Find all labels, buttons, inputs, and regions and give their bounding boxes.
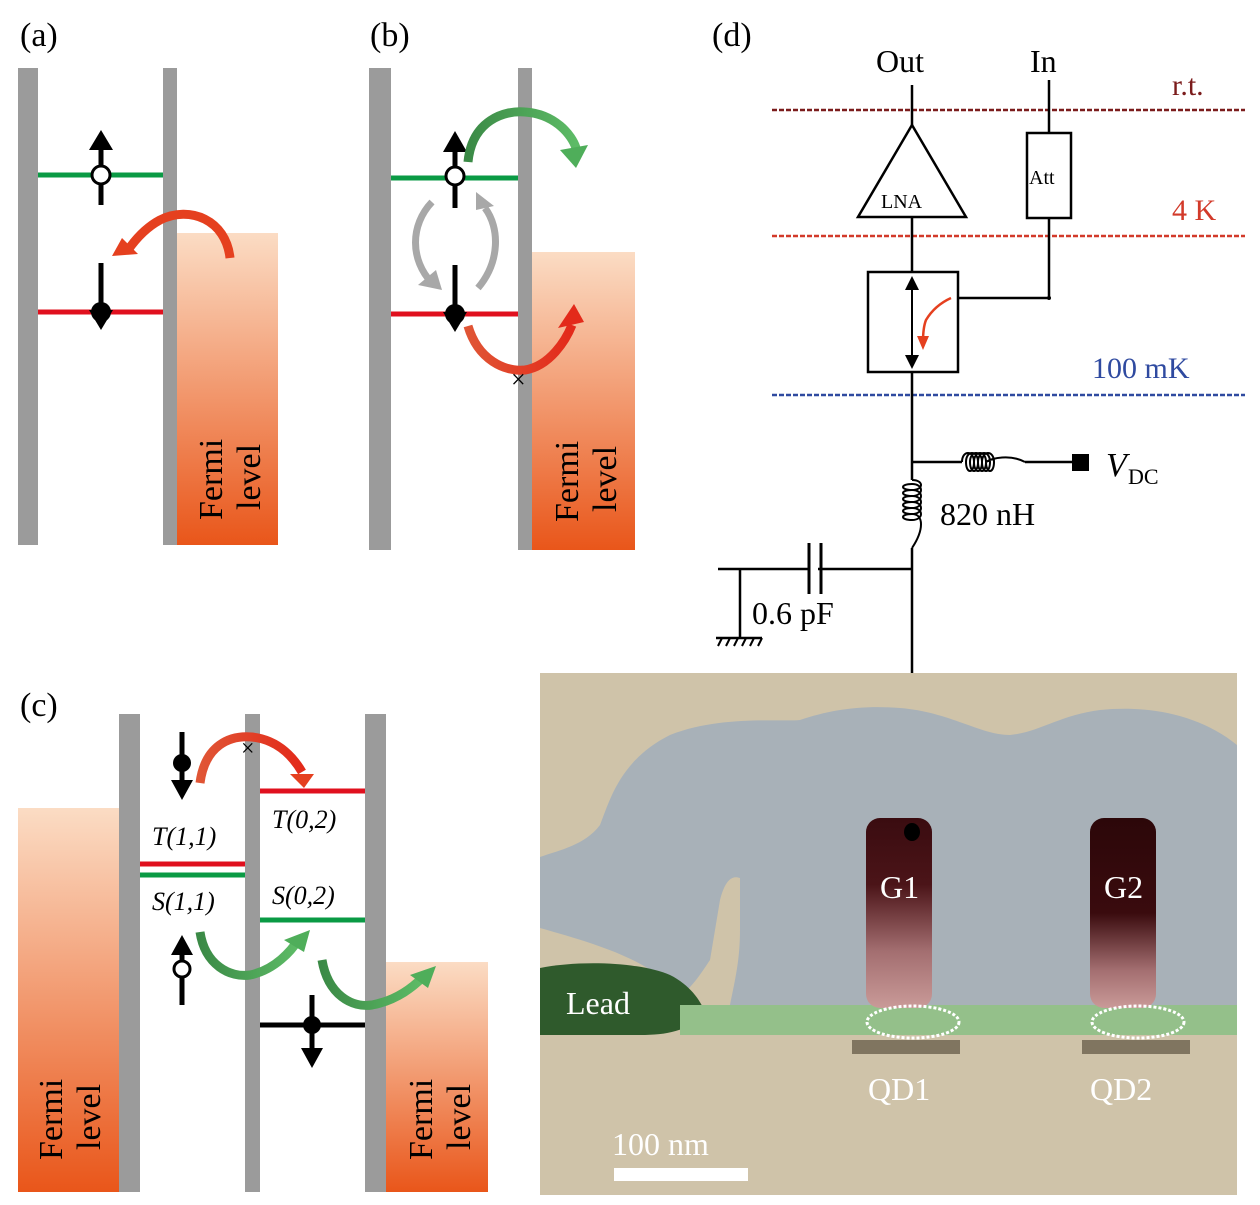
left-fermi-reservoir bbox=[18, 808, 119, 1192]
s11-label: S(1,1) bbox=[152, 887, 215, 916]
sem-gate-1 bbox=[866, 818, 932, 1008]
tunnel-green-arrow-2-icon bbox=[317, 959, 436, 1010]
fermi-label-line1: Fermi bbox=[549, 441, 586, 522]
out-port-label: Out bbox=[876, 43, 924, 79]
fermi-label-line2: level bbox=[231, 444, 268, 510]
scale-bar bbox=[614, 1168, 748, 1181]
barrier-2 bbox=[245, 714, 260, 1192]
left-fermi-label-line2: level bbox=[71, 1084, 108, 1150]
vdc-subscript: DC bbox=[1128, 464, 1159, 489]
sem-gate-1-shadow bbox=[852, 1040, 960, 1054]
sem-channel bbox=[680, 1005, 1237, 1035]
in-port-label: In bbox=[1030, 43, 1057, 79]
gate-1-label: G1 bbox=[880, 869, 919, 905]
right-barrier bbox=[518, 68, 532, 550]
fermi-label-line1: Fermi bbox=[193, 439, 230, 520]
spin-down-filled-icon bbox=[89, 263, 113, 330]
t11-label: T(1,1) bbox=[152, 822, 216, 851]
inductor-value-label: 820 nH bbox=[940, 496, 1035, 532]
right-barrier bbox=[163, 68, 177, 545]
vdc-terminal bbox=[1072, 454, 1089, 471]
barrier-3 bbox=[365, 714, 386, 1192]
s02-label: S(0,2) bbox=[272, 881, 335, 910]
quantum-dot-1-outline bbox=[865, 1004, 961, 1040]
stage-4k-label: 4 K bbox=[1172, 194, 1217, 227]
left-fermi-label-line1: Fermi bbox=[33, 1079, 70, 1160]
quantum-dot-2-outline bbox=[1090, 1004, 1186, 1040]
tunnel-in-arrow-icon bbox=[112, 209, 235, 259]
qd-2-label: QD2 bbox=[1090, 1071, 1152, 1107]
bidirectional-arrow-icon bbox=[905, 276, 919, 369]
panel-b-label: (b) bbox=[370, 17, 410, 54]
panel-c-label: (c) bbox=[20, 687, 58, 724]
sem-gate-2-shadow bbox=[1082, 1040, 1190, 1054]
blocked-mark: × bbox=[511, 365, 526, 394]
panel-c: (c) Fermi level Fermi level T(1,1) S(1,1… bbox=[18, 687, 488, 1192]
tunnel-blocked-red-arrow-icon bbox=[463, 304, 584, 375]
left-barrier bbox=[18, 68, 38, 545]
attenuator-label: Att bbox=[1029, 167, 1055, 189]
gate-2-label: G2 bbox=[1104, 869, 1143, 905]
capacitor-value-label: 0.6 pF bbox=[752, 595, 834, 631]
fermi-label-line2: level bbox=[587, 446, 624, 512]
spin-flip-arrows-icon bbox=[412, 192, 499, 291]
spin-up-empty-icon bbox=[443, 131, 467, 208]
blocked-mark: × bbox=[241, 736, 255, 762]
spin-down-filled-icon bbox=[171, 732, 193, 800]
junction-dot bbox=[1047, 296, 1051, 300]
attenuator-box bbox=[1025, 131, 1073, 220]
sem-gate-2 bbox=[1090, 818, 1156, 1008]
tunnel-blocked-red-arrow-icon bbox=[195, 732, 314, 788]
barrier-1 bbox=[119, 714, 140, 1192]
panel-a-label: (a) bbox=[20, 17, 58, 54]
spin-up-empty-icon bbox=[89, 130, 113, 205]
right-fermi-label-line2: level bbox=[441, 1084, 478, 1150]
stage-rt-label: r.t. bbox=[1172, 69, 1204, 102]
left-barrier bbox=[369, 68, 391, 550]
stage-100mk-label: 100 mK bbox=[1092, 352, 1190, 385]
gate-contact-dot bbox=[904, 823, 920, 841]
panel-d-label: (d) bbox=[712, 17, 752, 54]
sem-image: Lead G1 G2 QD1 QD2 100 nm bbox=[540, 673, 1237, 1195]
spin-down-filled-icon bbox=[443, 265, 467, 332]
spin-down-filled-icon bbox=[301, 995, 323, 1068]
sem-lead bbox=[540, 963, 705, 1035]
qd-1-label: QD1 bbox=[868, 1071, 930, 1107]
tunnel-out-green-arrow-icon bbox=[463, 107, 588, 168]
coupled-signal-arrow-icon bbox=[917, 296, 952, 350]
t02-label: T(0,2) bbox=[272, 805, 336, 834]
spin-up-empty-icon bbox=[171, 935, 193, 1005]
fermi-reservoir bbox=[177, 233, 278, 545]
right-fermi-reservoir bbox=[386, 962, 488, 1192]
lead-label: Lead bbox=[566, 985, 630, 1021]
panel-d: (d) Out In r.t. 4 K 100 mK LNA Att bbox=[540, 17, 1245, 1195]
ground-icon bbox=[716, 636, 763, 647]
fermi-reservoir bbox=[532, 252, 635, 550]
panel-a: (a) Fermi level bbox=[18, 17, 278, 545]
bias-inductor-icon bbox=[961, 452, 1026, 472]
right-fermi-label-line1: Fermi bbox=[403, 1079, 440, 1160]
panel-b: (b) Fermi level bbox=[369, 17, 635, 550]
scale-bar-label: 100 nm bbox=[612, 1126, 709, 1162]
lna-label: LNA bbox=[881, 191, 923, 213]
series-inductor-icon bbox=[902, 479, 922, 549]
tunnel-green-arrow-1-icon bbox=[195, 930, 310, 980]
